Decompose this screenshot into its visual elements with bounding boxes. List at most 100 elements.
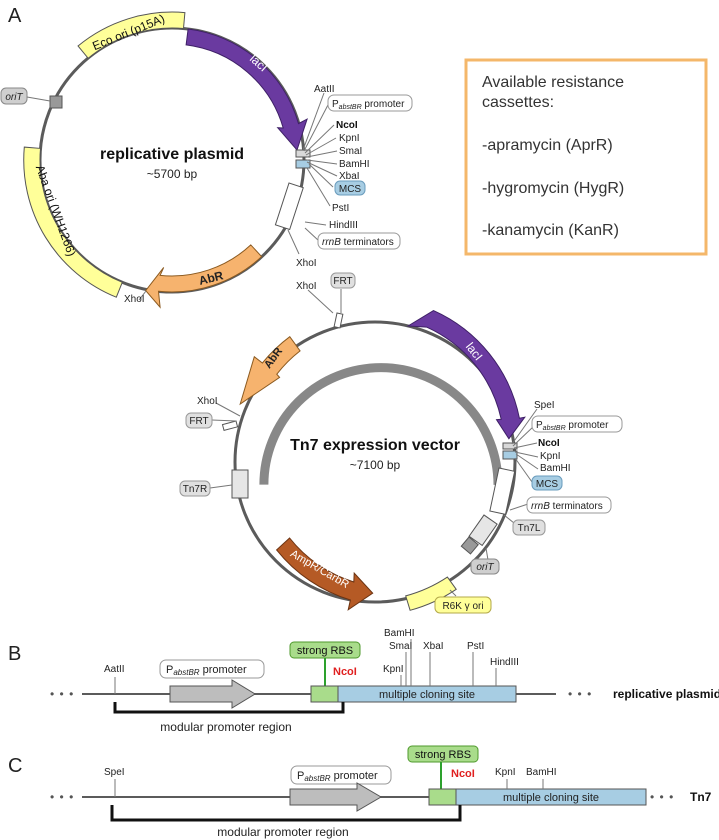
site-xbai: XbaI [339,171,360,182]
panel-b-promoter-text: PabstBR promoter [166,664,247,677]
tn7r-block [231,469,249,499]
panel-c-promoter-badge [290,765,392,785]
panel-c-kpni: KpnI [495,767,516,778]
mcs-label: MCS [339,184,362,195]
mcs-badge [334,180,366,196]
rrnb-badge [317,232,401,250]
panel-label-a: A [8,5,22,27]
panel-b-mcs-block [337,685,517,703]
tn7l-label: Tn7L [518,523,541,534]
cassettes-title-2: cassettes: [482,94,554,111]
panel-b-mcs-label: multiple cloning site [379,689,475,701]
cassettes-frame [464,58,708,256]
panel-b-psti: PstI [467,641,484,652]
cassettes-box: Available resistance cassettes: -apramyc… [464,58,708,256]
orit-badge [0,87,28,105]
r6k-feature [405,576,457,611]
site-smai: SmaI [339,146,362,157]
panel-b-promoter-arrow [169,679,256,709]
terminator-block [274,182,304,231]
panel-c-bamhi: BamHI [526,767,557,778]
orit-leader [26,96,51,102]
tn7-site-ncoi: NcoI [538,438,560,449]
tn7r-label: Tn7R [183,484,207,495]
tn7-abr-feature [239,335,301,406]
site-xhoi-right: XhoI [296,258,317,269]
tn7-mcs-badge [531,475,563,491]
site-psti: PstI [332,203,349,214]
tn7-rrnb-text: rrnB terminators [531,501,603,512]
replicative-title: replicative plasmid [100,146,244,163]
panel-label-b: B [8,643,21,665]
panel-b-site-ticks [400,639,497,686]
panel-b-rbs-block [310,685,339,703]
panel-label-c: C [8,755,22,777]
panel-c-spei: SpeI [104,767,125,778]
xhoi-bottom-leader [138,290,147,301]
tn7-site-xhoi-top: XhoI [296,281,317,292]
site-leaders [302,92,338,242]
frt-top-marker [333,312,344,329]
frt-left-marker [221,420,239,432]
panel-c-dots-left: • • • [50,790,74,804]
tn7l-badge [512,519,546,536]
panel-c-dots-right: • • • [650,790,674,804]
promoter-badge [327,94,413,112]
panel-c-promoter-arrow [289,782,382,812]
orit-label: oriT [5,92,23,103]
tn7-site-bamhi: BamHI [540,463,571,474]
cassettes-title-1: Available resistance [482,74,624,91]
panel-b-dots-left: • • • [50,687,74,701]
tn7-site-kpni: KpnI [540,451,561,462]
panel-c-modular-bracket [110,805,462,822]
panel-b-ncoi: NcoI [333,666,357,678]
orit-block [49,95,63,109]
panel-c-linear-map: • • • • • • Tn7 SpeI PabstBR promoter st… [50,745,712,839]
site-kpni: KpnI [339,133,360,144]
panel-b-aatii: AatII [104,664,125,675]
tn7-orit-block [460,536,479,555]
panel-b-rbs-label: strong RBS [297,645,353,657]
replicative-plasmid-map: Eco ori (p15A) lacI AbR Aba ori (WH1266)… [0,11,413,309]
panel-b-promoter-badge [159,659,265,679]
transposon-arc [259,363,503,485]
ampr-feature [275,537,374,611]
tn7-rrnb-badge [526,496,612,514]
r6k-label: R6K γ ori [442,601,483,612]
tn7-mcs-label: MCS [536,479,559,490]
panel-c-mcs-block [455,788,647,806]
tn7-title: Tn7 expression vector [290,437,460,454]
panel-c-modular-label: modular promoter region [217,825,348,839]
panel-c-mcs-label: multiple cloning site [503,792,599,804]
tn7r-badge [179,480,211,497]
laci-feature [185,28,308,151]
panel-c-label: Tn7 [690,790,712,804]
panel-c-rbs-label: strong RBS [415,749,471,761]
r6k-badge [434,596,492,614]
aba-ori-feature [23,146,123,298]
tn7-promoter-badge [531,415,623,433]
panel-b-label: replicative plasmid [613,687,719,701]
cassette-kanamycin: -kanamycin (KanR) [482,222,619,239]
panel-b-modular-label: modular promoter region [160,720,291,734]
cassette-apramycin: -apramycin (AprR) [482,137,613,154]
xhoi-right-leader [287,229,300,255]
panel-b-xbai: XbaI [423,641,444,652]
panel-b-modular-bracket [113,702,345,714]
tn7-laci-feature [406,310,526,440]
site-aatii: AatII [314,84,335,95]
tn7-mcs-block [502,450,518,460]
panel-c-rbs-badge [407,745,479,763]
tn7-promoter-text: PabstBR promoter [536,420,609,432]
tn7-orit-badge [470,558,500,575]
mcs-block [295,159,311,169]
panel-c-rbs-block [428,788,457,806]
panel-b-linear-map: • • • • • • replicative plasmid AatII Pa… [50,628,719,734]
frt-left-badge [185,412,213,429]
panel-b-smai: SmaI [389,641,412,652]
tn7-leaders [209,289,539,597]
tn7-site-xhoi-left: XhoI [197,396,218,407]
tn7-size: ~7100 bp [350,458,401,472]
frt-left-label: FRT [189,416,208,427]
